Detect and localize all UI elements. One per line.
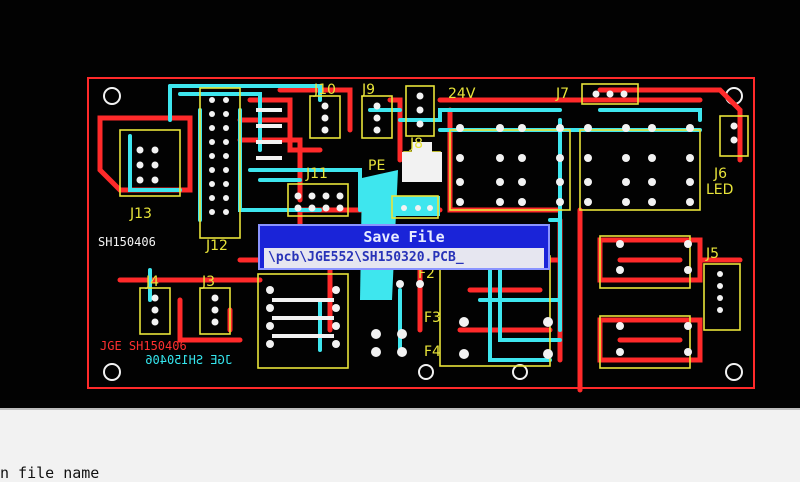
label-j5: J5 — [705, 246, 719, 262]
filename-input[interactable]: \pcb\JGE552\SH150320.PCB_ — [264, 248, 544, 268]
regulator-body — [402, 152, 442, 182]
label-j8: J8 — [409, 136, 423, 152]
dialog-title: Save File — [363, 228, 445, 246]
silk-cyan-mirror-label: JGE SH150406 — [145, 353, 232, 367]
cyan-pour-2 — [384, 196, 440, 216]
board-id-label: SH150406 — [98, 235, 156, 249]
status-bar: n file name — [0, 408, 800, 482]
label-f2: F2 — [418, 266, 435, 282]
label-f4: F4 — [424, 344, 441, 360]
label-led: LED — [706, 182, 733, 198]
silk-red-label: JGE SH150406 — [100, 339, 187, 353]
label-f3: F3 — [424, 310, 441, 326]
component-pads — [136, 90, 738, 359]
label-j4: J4 — [145, 274, 159, 290]
status-prompt: n file name — [0, 464, 100, 482]
label-j10: J10 — [313, 82, 336, 98]
label-j9: J9 — [361, 82, 375, 98]
board-outline — [87, 77, 755, 389]
header-bars — [256, 108, 334, 338]
regulator-tab — [412, 142, 432, 154]
label-j3: J3 — [201, 274, 215, 290]
label-j11: J11 — [305, 166, 328, 182]
label-24v: 24V — [448, 86, 476, 102]
label-j13: J13 — [129, 206, 152, 222]
label-j7: J7 — [555, 86, 569, 102]
label-pe: PE — [368, 158, 385, 174]
save-file-dialog[interactable]: Save File \pcb\JGE552\SH150320.PCB_ — [258, 224, 550, 270]
label-j12: J12 — [205, 238, 228, 254]
label-j6: J6 — [713, 166, 727, 182]
mounting-holes — [103, 87, 743, 381]
pcb-layout-canvas[interactable]: J10 J9 24V J7 J8 PE J11 J13 J12 J6 LED J… — [0, 0, 800, 410]
